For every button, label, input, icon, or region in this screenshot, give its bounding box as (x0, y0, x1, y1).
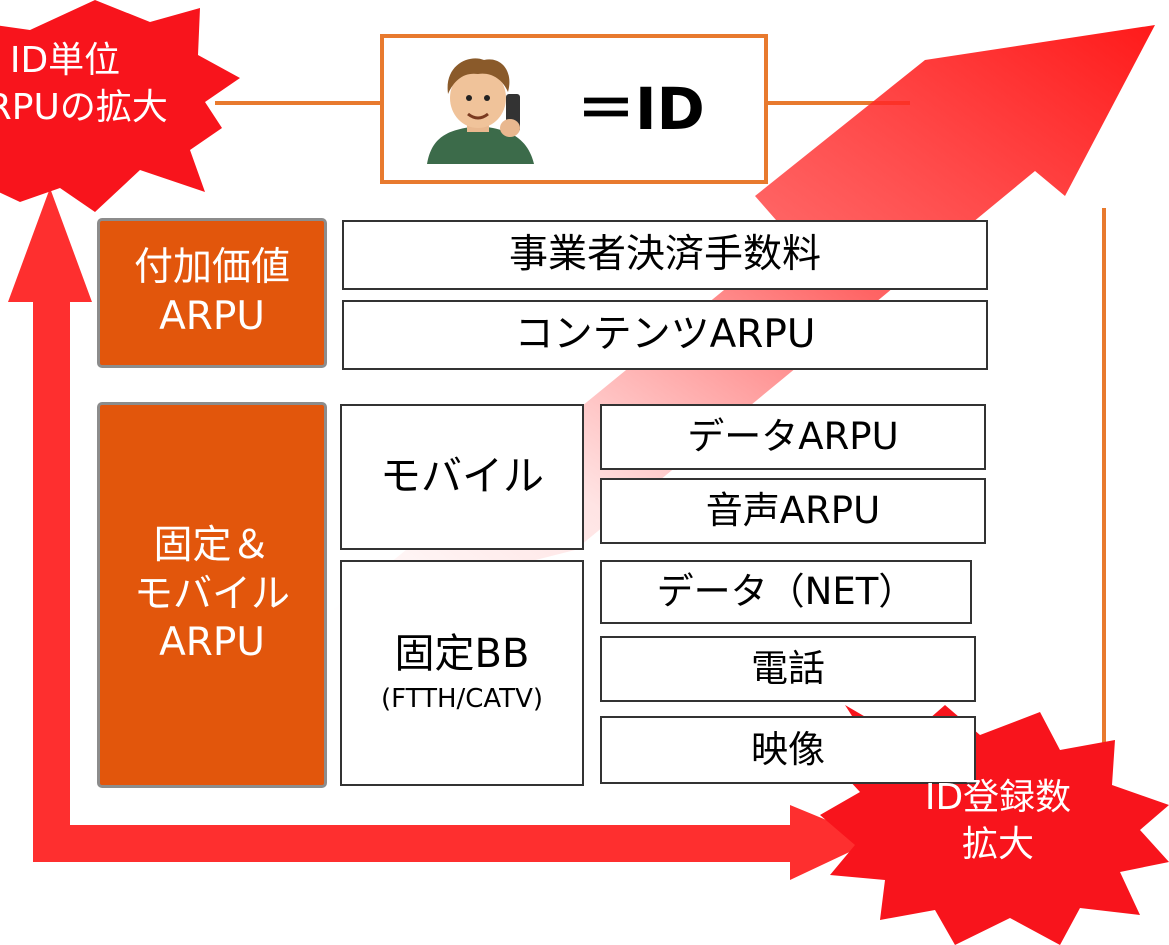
fixed-mobile-arpu-label: 固定＆ モバイル ARPU (97, 402, 327, 788)
burst-top-left-line2: ARPUの拡大 (0, 86, 168, 128)
value-added-arpu-label: 付加価値 ARPU (97, 218, 327, 368)
fixed-bb-label: 固定BB (394, 631, 530, 678)
burst-bottom-right-text: ID登録数 拡大 (868, 775, 1128, 869)
id-header-box: ＝ID (380, 34, 768, 184)
video-label: 映像 (751, 727, 825, 771)
voice-arpu-box: 音声ARPU (600, 478, 986, 544)
fixed-data-net-label: データ（NET） (656, 569, 916, 613)
content-arpu-box: コンテンツARPU (342, 300, 988, 370)
fixed-bb-sublabel: (FTTH/CATV) (381, 684, 543, 715)
burst-top-left-text: ID単位 ARPUの拡大 (0, 38, 220, 132)
payment-fee-box: 事業者決済手数料 (342, 220, 988, 290)
mobile-data-arpu-box: データARPU (600, 404, 986, 470)
burst-top-left-line1: ID単位 (9, 40, 121, 81)
telephone-label: 電話 (751, 646, 825, 690)
id-label: ＝ID (577, 74, 705, 143)
fixed-mobile-line1: 固定＆ (153, 522, 271, 568)
fixed-data-net-box: データ（NET） (600, 560, 972, 624)
content-arpu-label: コンテンツARPU (514, 311, 816, 357)
mobile-label: モバイル (380, 452, 544, 501)
fixed-mobile-line3: ARPU (159, 620, 265, 666)
payment-fee-label: 事業者決済手数料 (508, 231, 821, 277)
burst-bottom-right-line1: ID登録数 (924, 777, 1072, 818)
value-added-line2: ARPU (159, 294, 265, 339)
fixed-bb-box: 固定BB (FTTH/CATV) (340, 560, 584, 786)
value-added-line1: 付加価値 (133, 245, 290, 291)
fixed-mobile-line2: モバイル (133, 571, 290, 617)
mobile-box: モバイル (340, 404, 584, 550)
mobile-data-arpu-label: データARPU (687, 414, 899, 458)
person-with-phone-icon (422, 54, 537, 164)
voice-arpu-label: 音声ARPU (705, 488, 881, 532)
burst-bottom-right-line2: 拡大 (961, 823, 1034, 865)
telephone-box: 電話 (600, 636, 976, 702)
video-box: 映像 (600, 716, 976, 784)
burst-top-left (0, 0, 240, 212)
